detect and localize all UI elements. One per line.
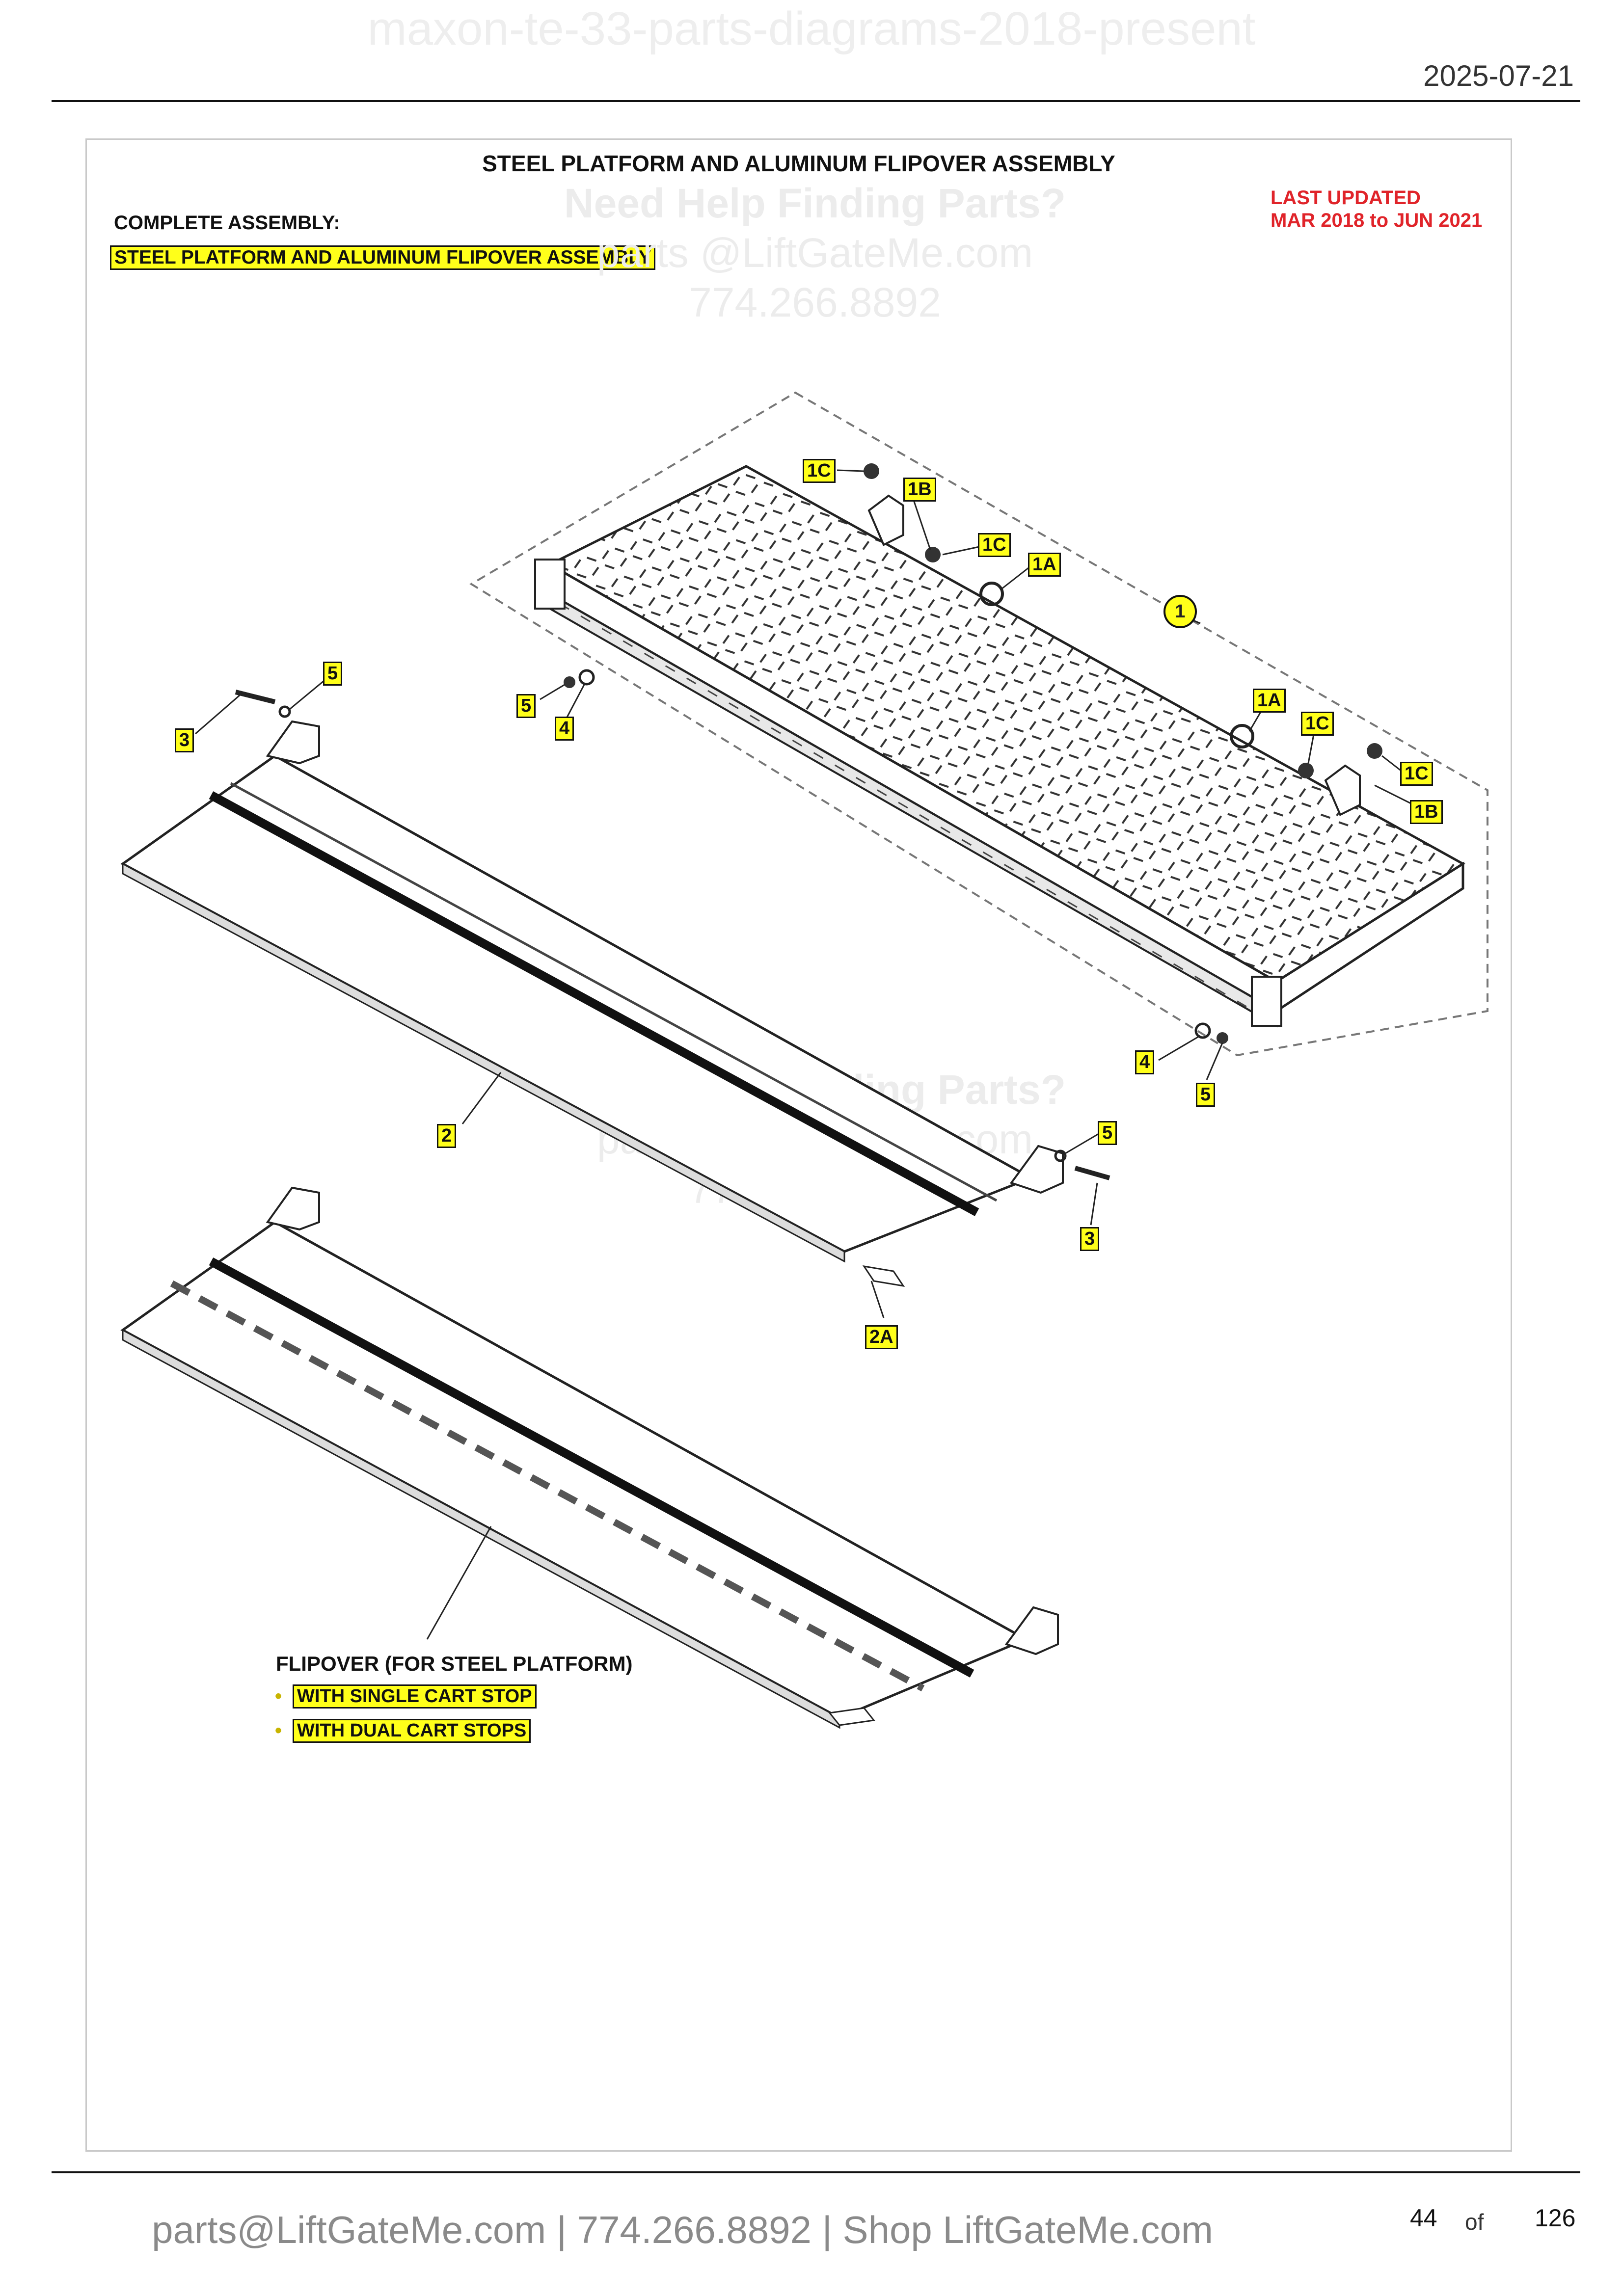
callout-1C: 1C [803,459,836,483]
diagram-frame [85,138,1512,2152]
callout-1A: 1A [1028,553,1061,577]
watermark-top: maxon-te-33-parts-diagrams-2018-present [367,2,1256,55]
last-updated-line1: LAST UPDATED [1271,187,1421,209]
page-current: 44 [1410,2204,1437,2232]
option-single-cart-stop[interactable]: WITH SINGLE CART STOP [293,1684,537,1709]
last-updated-line2: MAR 2018 to JUN 2021 [1271,210,1483,231]
complete-assembly-label: COMPLETE ASSEMBLY: [114,212,340,234]
help-watermark-phone: 774.266.8892 [689,279,941,325]
footer-contact[interactable]: parts@LiftGateMe.com | 774.266.8892 | Sh… [152,2208,1213,2251]
complete-assembly-link[interactable]: STEEL PLATFORM AND ALUMINUM FLIPOVER ASS… [110,245,656,270]
callout-3: 3 [1080,1227,1100,1251]
footer-rule [52,2171,1580,2173]
callout-1B: 1B [903,478,936,502]
callout-5: 5 [323,662,343,686]
callout-1B: 1B [1410,800,1443,824]
header-rule [52,100,1580,102]
page-total: 126 [1535,2204,1576,2232]
bullet: • [275,1720,282,1741]
flipover-for-steel-platform [120,1186,1059,1729]
callout-1C: 1C [1301,712,1334,736]
help-watermark-top: Need Help Finding Parts? parts @LiftGate… [471,179,1159,327]
callout-4: 4 [555,717,574,741]
callout-2: 2 [437,1124,457,1148]
option-dual-cart-stops[interactable]: WITH DUAL CART STOPS [293,1719,531,1743]
callout-1C: 1C [978,533,1011,557]
callout-4: 4 [1135,1050,1155,1074]
callout-1C: 1C [1400,762,1433,786]
flipover-option[interactable]: • WITH SINGLE CART STOP [275,1684,537,1709]
flipover-title: FLIPOVER (FOR STEEL PLATFORM) [276,1652,633,1675]
page-date: 2025-07-21 [1423,59,1574,92]
flipover-option[interactable]: • WITH DUAL CART STOPS [275,1719,531,1743]
platform-dashed-outline [469,391,1488,1057]
help-watermark-email: parts @LiftGateMe.com [596,229,1033,276]
callout-5: 5 [1196,1083,1216,1107]
callout-2A: 2A [865,1325,898,1349]
help-watermark-heading: Need Help Finding Parts? [564,180,1066,226]
callout-3: 3 [175,728,194,752]
last-updated-note: LAST UPDATED MAR 2018 to JUN 2021 [1271,187,1482,232]
bullet: • [275,1685,282,1707]
steel-platform [534,463,1465,1044]
diagram-title: STEEL PLATFORM AND ALUMINUM FLIPOVER ASS… [482,151,1115,176]
callout-5: 5 [516,694,536,718]
callout-5: 5 [1098,1121,1117,1145]
page-of: of [1465,2209,1484,2235]
callout-1A: 1A [1253,689,1286,713]
callout-item-1: 1 [1163,595,1197,628]
flipover-assembly [120,690,1110,1287]
